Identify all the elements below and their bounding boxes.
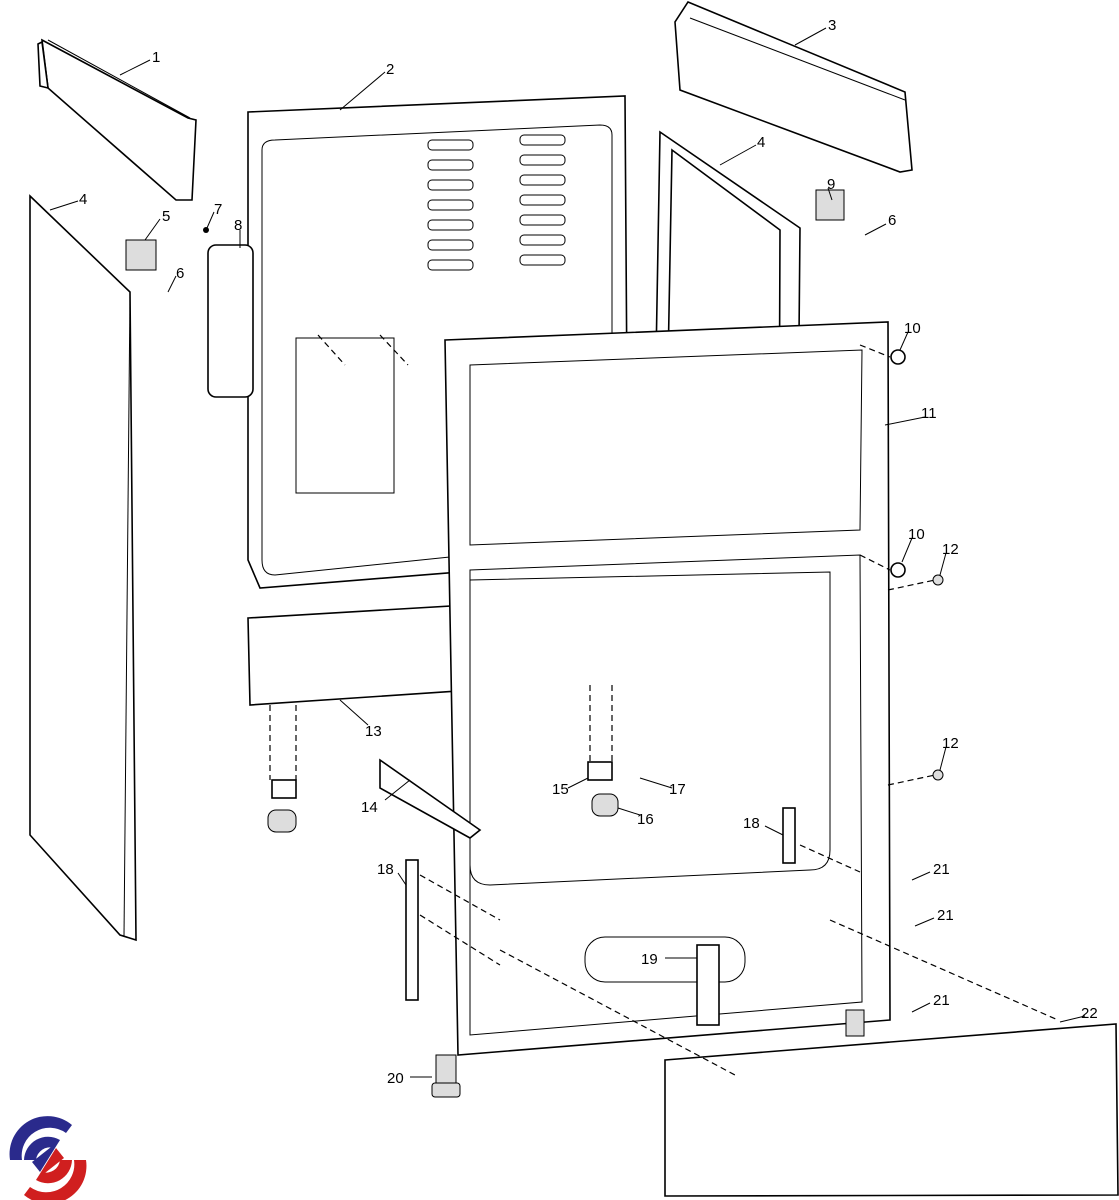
part-18-strip-right: [782, 807, 796, 864]
callout-11: 11: [921, 405, 937, 422]
part-10-bumper: [890, 349, 906, 365]
caster-bracket-left: [271, 779, 297, 799]
part-18-strip-left: [405, 859, 419, 1001]
callout-2: 2: [386, 61, 394, 78]
part-15-caster-bracket: [587, 761, 613, 781]
callout-21-b: 21: [937, 907, 954, 924]
callout-16: 16: [637, 811, 654, 828]
part-3-rail: [674, 1, 913, 173]
callout-6-left: 6: [176, 265, 184, 282]
part-16-caster: [591, 793, 619, 817]
callout-15: 15: [552, 781, 569, 798]
callout-18-right: 18: [743, 815, 760, 832]
part-4-left-panel: [29, 194, 137, 942]
leveler-right: [845, 1009, 865, 1037]
part-16-caster-left: [267, 809, 297, 833]
callout-10-bottom: 10: [908, 526, 925, 543]
callout-labels: 1 2 3 4 4 5 6 7 8 9 6 10 11 10 12 12 13 …: [79, 17, 1098, 1087]
callout-9: 9: [827, 176, 835, 193]
callout-13: 13: [365, 723, 382, 740]
part-8-bracket: [207, 244, 254, 398]
callout-3: 3: [828, 17, 836, 34]
callout-18-left: 18: [377, 861, 394, 878]
callout-21-a: 21: [933, 861, 950, 878]
callout-14: 14: [361, 799, 378, 816]
part-22-kick-panel: [664, 1023, 1119, 1197]
assembly-lines: [269, 334, 1059, 1076]
callout-1: 1: [152, 49, 160, 66]
callout-22: 22: [1081, 1005, 1098, 1022]
callout-12-top: 12: [942, 541, 959, 558]
part-20-leveler-foot: [431, 1082, 461, 1098]
part-9-clip: [815, 189, 845, 221]
callout-20: 20: [387, 1070, 404, 1087]
callout-17: 17: [669, 781, 686, 798]
part-19-latch: [696, 944, 720, 1026]
part-5-clip: [125, 239, 157, 271]
callout-7: 7: [214, 201, 222, 218]
part-12-nut: [932, 574, 944, 586]
callout-6-right: 6: [888, 212, 896, 229]
part-11-front-frame: [444, 321, 891, 1056]
callout-19: 19: [641, 951, 658, 968]
part-12-nut: [932, 769, 944, 781]
callout-10-top: 10: [904, 320, 921, 337]
callout-8: 8: [234, 217, 242, 234]
callout-5: 5: [162, 208, 170, 225]
part-7-screw: [203, 227, 209, 233]
part-14-plate: [379, 758, 482, 839]
leader-lines: [49, 27, 1086, 1078]
part-10-bumper: [890, 562, 906, 578]
part-1-rail: [37, 38, 197, 201]
callout-12-bottom: 12: [942, 735, 959, 752]
brand-logo: [9, 1116, 87, 1200]
part-20-leveler: [435, 1054, 457, 1086]
callout-21-c: 21: [933, 992, 950, 1009]
vent-slots: [427, 134, 566, 271]
callout-4-left: 4: [79, 191, 87, 208]
callout-4-right: 4: [757, 134, 765, 151]
